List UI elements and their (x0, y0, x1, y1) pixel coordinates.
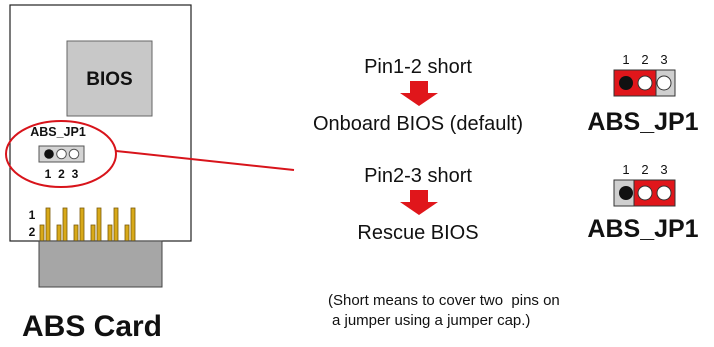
card-jumper-pin-1 (44, 149, 54, 159)
setting-2-pin-1 (619, 186, 633, 200)
setting-1-pin-1 (619, 76, 633, 90)
setting-2-pin-2 (637, 185, 653, 201)
pin-header-connector (38, 240, 163, 288)
setting-1-pin-3 (656, 75, 672, 91)
setting-onboard-bios: Pin1-2 short Onboard BIOS (default) 1 2 … (313, 52, 699, 136)
setting-1-condition: Pin1-2 short (364, 56, 472, 78)
jumper-callout-ellipse (5, 120, 117, 188)
header-row-label-2: 2 (29, 225, 36, 239)
setting-1-jumper-label: ABS_JP1 (587, 108, 698, 136)
setting-1-pin-2 (637, 75, 653, 91)
bios-chip-label: BIOS (86, 69, 132, 90)
setting-2-pin-number-1: 1 (622, 162, 629, 177)
setting-2-pin-3 (656, 185, 672, 201)
setting-2-result: Rescue BIOS (357, 222, 478, 244)
card-title: ABS Card (22, 310, 162, 343)
abs-card: BIOS ABS_JP1 1 2 3 1 2 ABS Card (5, 4, 295, 343)
card-jumper-label: ABS_JP1 (30, 125, 86, 139)
card-pin-number-2: 2 (58, 167, 65, 181)
setting-rescue-bios: Pin2-3 short Rescue BIOS 1 2 3 ABS_JP1 (357, 162, 698, 244)
note-line-2: a jumper using a jumper cap.) (332, 312, 530, 329)
card-pin-number-3: 3 (72, 167, 79, 181)
setting-2-pin-number-3: 3 (660, 162, 667, 177)
header-row-label-1: 1 (29, 208, 36, 222)
setting-2-arrow (400, 190, 438, 215)
short-definition-note: (Short means to cover two pins on a jump… (328, 292, 560, 329)
bios-chip (66, 40, 153, 117)
setting-1-pin-number-2: 2 (641, 52, 648, 67)
card-jumper-pin-3 (68, 148, 80, 160)
card-board (9, 4, 192, 242)
jumper-callout-line (115, 150, 295, 171)
setting-2-condition: Pin2-3 short (364, 165, 472, 187)
setting-2-pin-number-2: 2 (641, 162, 648, 177)
card-jumper-pin-2 (56, 148, 67, 160)
setting-1-result: Onboard BIOS (default) (313, 113, 523, 135)
setting-1-arrow (400, 81, 438, 106)
card-pin-number-1: 1 (45, 167, 52, 181)
setting-1-pin-number-1: 1 (622, 52, 629, 67)
setting-1-pin-number-3: 3 (660, 52, 667, 67)
setting-2-jumper-label: ABS_JP1 (587, 215, 698, 243)
note-line-1: (Short means to cover two pins on (328, 292, 560, 309)
